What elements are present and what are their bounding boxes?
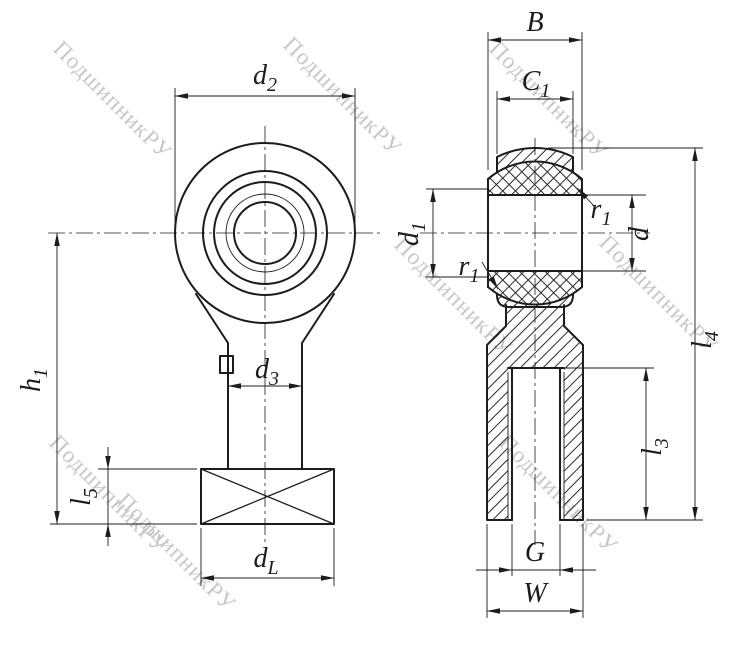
shank-outline [195, 293, 335, 470]
dL-dimension: dL [200, 528, 335, 586]
W-extension-lines [486, 524, 584, 618]
label-d: d [624, 226, 655, 241]
d2-dimension: d2 [174, 60, 356, 228]
r1-top-leader [576, 187, 595, 207]
label-l4: l4 [687, 331, 723, 349]
d2-extension-lines [174, 88, 356, 228]
watermark-text: ПодшипникРУ [48, 36, 177, 165]
front-view-centerlines [48, 126, 380, 545]
watermark-layer: ПодшипникРУ ПодшипникРУ ПодшипникРУ Подш… [44, 32, 723, 617]
watermark-text: ПодшипникРУ [112, 488, 241, 617]
label-G: G [525, 537, 545, 568]
watermark-text: ПодшипникРУ [494, 430, 623, 559]
r1-top-callout: r1 [576, 187, 612, 230]
grease-fitting [219, 355, 234, 374]
side-section-view: B C1 d1 d r1 r1 [394, 7, 723, 618]
B-dimension: B [487, 7, 583, 170]
front-view: d2 h1 l5 d3 dL [16, 60, 380, 586]
B-extension-lines [487, 32, 583, 170]
label-C1: C1 [522, 66, 551, 102]
label-dL: dL [253, 543, 278, 579]
base-block [200, 468, 335, 525]
base-cross-lines [200, 468, 335, 525]
label-r1-side: r1 [459, 251, 480, 287]
l3-dimension: l3 [566, 367, 673, 521]
d3-dimension: d3 [227, 354, 303, 390]
label-d1: d1 [394, 222, 430, 246]
thread-major-lines [507, 372, 565, 520]
r1-side-leader [481, 261, 499, 290]
W-dimension: W [486, 524, 584, 618]
shank-hatching [487, 305, 583, 520]
label-r1-top: r1 [591, 194, 612, 230]
label-W: W [523, 578, 549, 609]
d-dimension: d [582, 194, 655, 272]
label-d3: d3 [255, 354, 279, 390]
label-B: B [526, 7, 543, 38]
d1-dimension: d1 [394, 188, 488, 278]
d-extension-lines [582, 194, 646, 272]
label-h1: h1 [16, 368, 52, 392]
d1-extension-lines [426, 188, 488, 278]
h1-dimension: h1 [16, 232, 197, 525]
label-l5: l5 [66, 488, 102, 506]
C1-dimension: C1 [496, 66, 574, 154]
l5-dimension: l5 [66, 447, 197, 546]
thread-bore-lines [507, 367, 565, 521]
label-l3: l3 [637, 438, 673, 456]
r1-side-callout: r1 [459, 251, 499, 290]
label-d2: d2 [253, 60, 277, 96]
side-view-centerlines [420, 138, 650, 545]
G-dimension: G [476, 524, 596, 576]
